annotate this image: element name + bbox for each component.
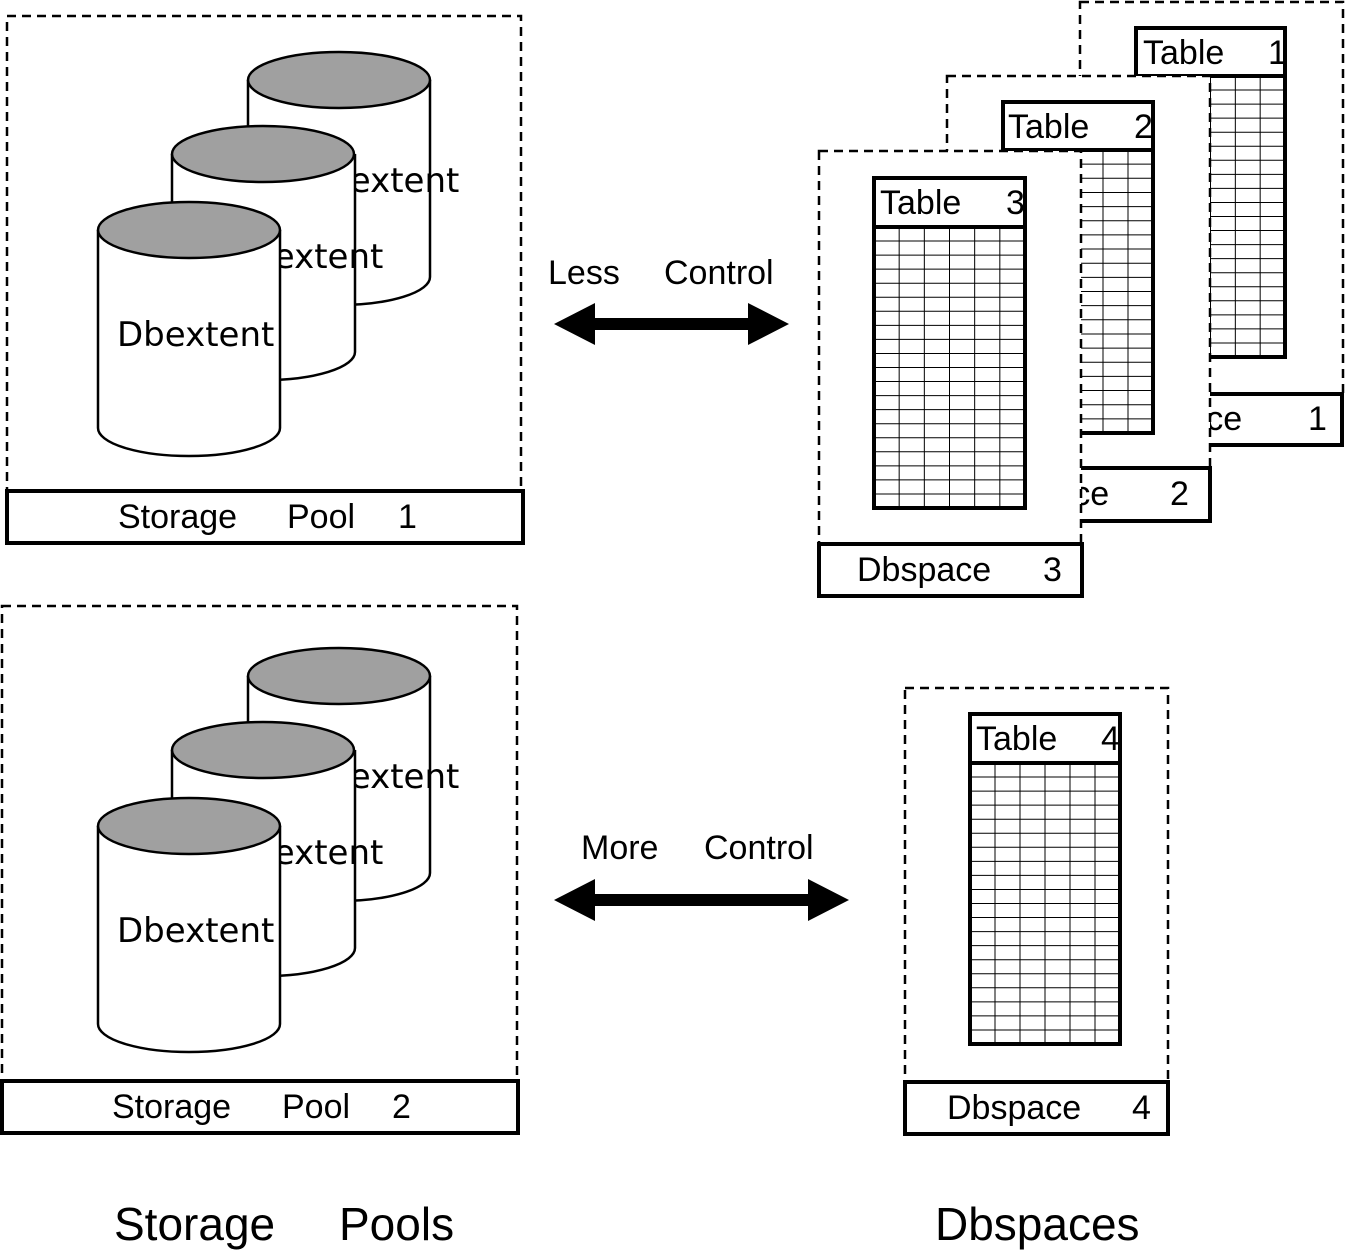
dbextent-cylinder: Dbextent: [96, 796, 282, 1054]
storage-pool-1: Dbextent Dbextent Dbextent Storage Pool …: [5, 14, 525, 545]
table-2-number: 2: [1134, 108, 1153, 146]
dbspace-4-label-box: [903, 1080, 1170, 1136]
less-control-arrow: Less Control: [548, 254, 789, 345]
dbextent-label: Dbextent: [117, 911, 274, 951]
arrow-2-word2: Control: [704, 829, 814, 867]
dbspace-4-number: 4: [1132, 1089, 1151, 1127]
dbextent-cylinder: Dbextent: [96, 200, 282, 458]
double-arrow-icon: [554, 879, 849, 921]
storage-pool-2-word: Storage: [112, 1088, 231, 1126]
table-4-word: Table: [976, 720, 1057, 758]
storage-pool-2-word2: Pool: [282, 1088, 350, 1126]
dbspace-1-number: 1: [1308, 400, 1327, 438]
dbspace-3-number: 3: [1043, 551, 1062, 589]
dbextent-label: Dbextent: [117, 315, 274, 355]
table-4: Table 4: [968, 712, 1122, 1046]
table-3-number: 3: [1006, 184, 1025, 222]
storage-pool-1-number: 1: [398, 498, 417, 536]
table-1-number: 1: [1268, 34, 1287, 72]
arrow-1-word2: Control: [664, 254, 774, 292]
table-1-word: Table: [1143, 34, 1224, 72]
table-3: Table 3: [872, 176, 1027, 510]
table-4-number: 4: [1101, 720, 1120, 758]
arrow-1-word1: Less: [548, 254, 620, 292]
dbspace-3-word: Dbspace: [857, 551, 991, 589]
caption-storage: Storage: [114, 1198, 275, 1250]
caption-pools: Pools: [339, 1198, 454, 1250]
table-4-grid: [970, 763, 1120, 1044]
dbspace-4-word: Dbspace: [947, 1089, 1081, 1127]
storage-pool-2-number: 2: [392, 1088, 411, 1126]
storage-pool-1-word2: Pool: [287, 498, 355, 536]
table-3-grid: [874, 227, 1025, 508]
dbspace-4: Dbspace 4 Table 4: [903, 686, 1170, 1136]
more-control-arrow: More Control: [554, 829, 849, 921]
dbspace-2-number: 2: [1170, 475, 1189, 513]
table-2-word: Table: [1008, 108, 1089, 146]
dbspace-3-label-box: [817, 542, 1084, 598]
caption-dbspaces: Dbspaces: [935, 1198, 1140, 1250]
arrow-2-word1: More: [581, 829, 658, 867]
storage-pool-2-label-box: [0, 1079, 520, 1135]
storage-pool-1-label-box: [5, 489, 525, 545]
double-arrow-icon: [554, 303, 789, 345]
storage-pool-2: Dbextent Dbextent Dbextent Storage Pool …: [0, 604, 520, 1135]
storage-pool-1-word: Storage: [118, 498, 237, 536]
dbspace-3: Dbspace 3 Table 3: [817, 149, 1084, 598]
table-3-word: Table: [880, 184, 961, 222]
